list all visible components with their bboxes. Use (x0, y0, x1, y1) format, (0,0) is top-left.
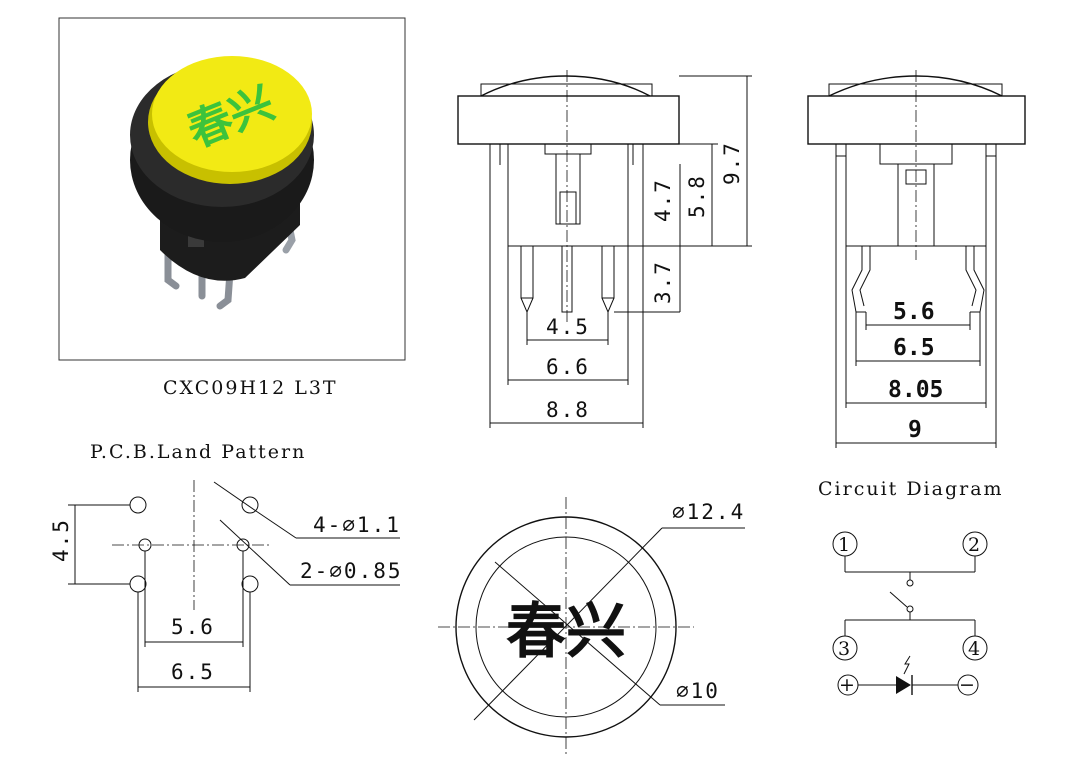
anode-sign: + (839, 674, 857, 696)
dim-8-05-side: 8.05 (888, 377, 943, 403)
dim-6-6: 6.6 (546, 355, 590, 379)
dim-9-7: 9.7 (720, 141, 744, 185)
pcb-small-holes: 2-∅0.85 (300, 559, 403, 583)
yellow-cap (152, 56, 312, 172)
front-view: 4.7 5.8 9.7 3.7 4.5 6.6 8.8 (457, 70, 752, 428)
pin-1: 1 (838, 534, 852, 556)
top-view: ∅12.4 ∅10 春兴 (438, 497, 745, 757)
pin-4: 4 (968, 638, 982, 660)
cathode-sign: − (959, 674, 977, 696)
dim-3-7: 3.7 (651, 260, 675, 304)
circuit-title: Circuit Diagram (818, 478, 1004, 500)
pin-2: 2 (968, 534, 982, 556)
pcb-land-pattern: P.C.B.Land Pattern 4.5 5.6 6.5 4-∅1.1 2-… (49, 441, 403, 692)
dim-4-5: 4.5 (546, 315, 590, 339)
pin-3: 3 (838, 638, 852, 660)
led-diode-icon (896, 676, 911, 694)
part-number: CXC09H12 L3T (163, 377, 338, 399)
pcb-title: P.C.B.Land Pattern (90, 441, 306, 463)
side-view: 5.6 6.5 8.05 9 (807, 70, 1026, 448)
pcb-dim-4-5: 4.5 (49, 518, 73, 562)
dim-9-side: 9 (908, 417, 922, 443)
dim-5-6-side: 5.6 (893, 299, 935, 325)
pin-marker (832, 635, 858, 661)
top-dia-outer: ∅12.4 (672, 500, 745, 524)
top-brand-text: 春兴 (506, 597, 626, 667)
light-emission-icon (903, 655, 911, 675)
product-photo: 春兴 (58, 17, 406, 361)
dim-4-7: 4.7 (651, 178, 675, 222)
pcb-hole (129, 575, 147, 593)
pcb-dim-5-6: 5.6 (171, 615, 215, 639)
dim-8-8: 8.8 (546, 398, 590, 422)
pcb-hole (241, 496, 259, 514)
pcb-hole (129, 496, 147, 514)
pcb-large-holes: 4-∅1.1 (313, 513, 401, 537)
pin-marker (962, 635, 988, 661)
dim-5-8: 5.8 (685, 174, 709, 218)
top-dia-inner: ∅10 (676, 679, 720, 703)
pcb-hole (241, 575, 259, 593)
circuit-diagram: Circuit Diagram 1 2 3 4 + − (818, 478, 1004, 696)
pcb-dim-6-5: 6.5 (171, 660, 215, 684)
dim-6-5-side: 6.5 (893, 335, 935, 361)
